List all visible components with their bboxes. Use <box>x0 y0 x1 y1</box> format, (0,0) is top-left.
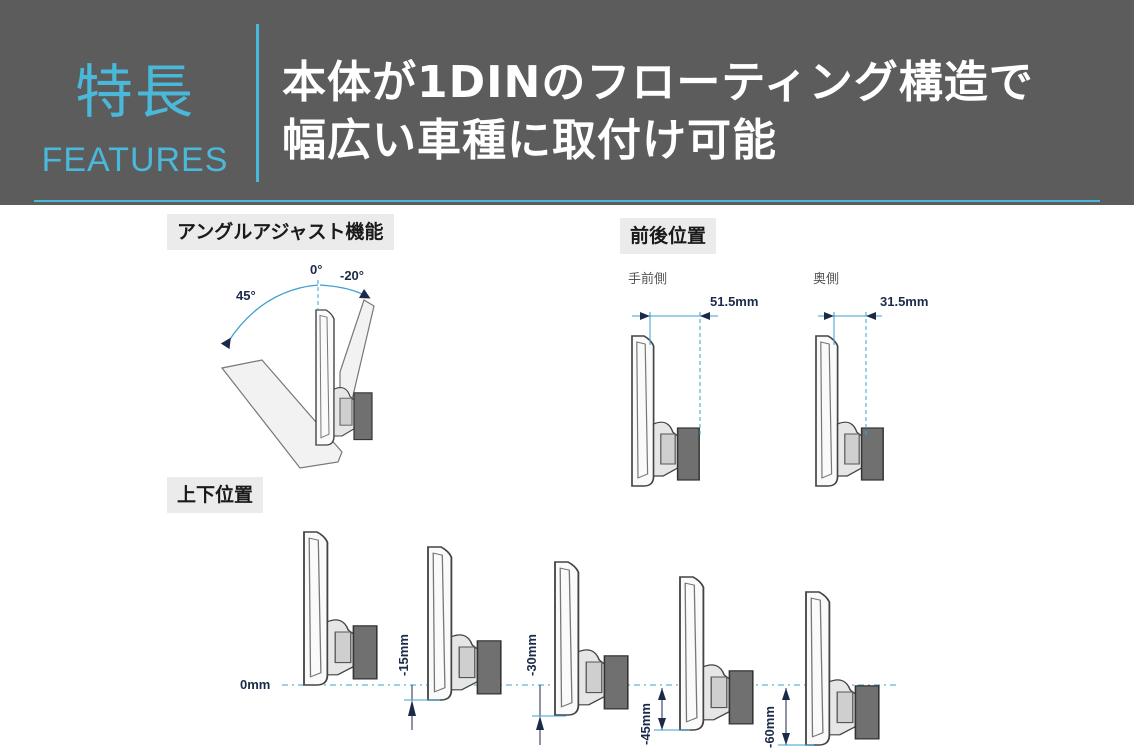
front-side-label: 手前側 <box>628 272 668 287</box>
header-title-line1: 本体が1DINのフローティング構造で <box>282 57 1034 108</box>
header-divider <box>256 24 259 182</box>
vertical-label-0: 0mm <box>240 677 270 692</box>
back-position-diagram: 31.5mm <box>815 294 928 487</box>
back-side-label: 奥側 <box>813 272 840 287</box>
vertical-label-1: -15mm <box>396 634 411 676</box>
angle-45-label: 45° <box>236 288 256 303</box>
features-en-label: FEATURES <box>41 141 229 179</box>
header-title-line2: 幅広い車種に取付け可能 <box>282 115 777 166</box>
back-value: 31.5mm <box>880 294 928 309</box>
vertical-label-2: -30mm <box>524 634 539 676</box>
front-position-diagram: 51.5mm <box>631 294 758 487</box>
front-back-title: 前後位置 <box>620 218 717 254</box>
angle-minus20-label: -20° <box>340 268 364 283</box>
vertical-label-4: -60mm <box>762 706 777 748</box>
front-value: 51.5mm <box>710 294 758 309</box>
header-title: 本体が1DINのフローティング構造で 幅広い車種に取付け可能 <box>282 54 1034 170</box>
features-kanji: 特長 <box>74 58 195 126</box>
header-bottom-rule <box>34 200 1100 202</box>
features-header: 特長 FEATURES 本体が1DINのフローティング構造で 幅広い車種に取付け… <box>0 0 1134 205</box>
angle-0-label: 0° <box>310 262 322 277</box>
angle-adjust-title: アングルアジャスト機能 <box>167 214 394 250</box>
vertical-position-diagram: 0mm -15mm -30mm -45mm -60mm <box>240 531 900 748</box>
angle-adjust-diagram: 45° 0° -20° <box>220 262 375 469</box>
vertical-title: 上下位置 <box>167 477 264 513</box>
vertical-label-3: -45mm <box>638 703 653 745</box>
